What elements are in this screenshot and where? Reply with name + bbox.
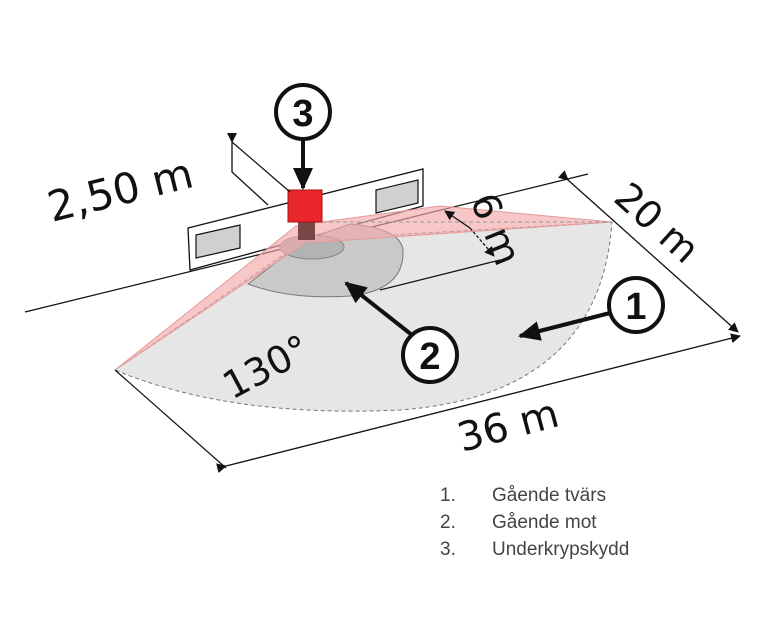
- legend: 1. Gående tvärs 2. Gående mot 3. Underkryps…: [440, 482, 629, 563]
- legend-text: Gående tvärs: [492, 485, 607, 506]
- width-extension-left: [114, 369, 227, 469]
- near-depth-arrow-bottom: [469, 227, 495, 257]
- marker-3-circle: [274, 83, 332, 141]
- sensor-red-box: [287, 189, 323, 223]
- wall-window-left: [195, 224, 241, 259]
- near-depth-extension-line: [379, 259, 501, 291]
- legend-item: 2. Gående mot: [440, 509, 629, 536]
- height-label: 2,50 m: [43, 148, 198, 231]
- depth-dimension-line: [557, 170, 739, 333]
- legend-text: Underkrypskydd: [492, 539, 630, 560]
- marker-1-arrow: [518, 311, 611, 341]
- marker-2-circle: [401, 326, 459, 384]
- legend-number: 2.: [440, 512, 456, 533]
- height-extension-line: [231, 141, 291, 193]
- wall-window-right: [375, 179, 419, 214]
- width-label: 36 m: [453, 391, 564, 462]
- sensor-stem: [298, 222, 315, 240]
- legend-number: 3.: [440, 539, 456, 560]
- width-dimension-line: [216, 333, 741, 474]
- marker-3-label: 3: [292, 93, 313, 135]
- marker-1-circle: [607, 276, 665, 334]
- marker-2-arrow: [344, 281, 414, 337]
- legend-item: 1. Gående tvärs: [440, 482, 629, 509]
- legend-number: 1.: [440, 485, 456, 506]
- near-depth-arrow-top: [444, 210, 471, 229]
- legend-item: 3. Underkrypskydd: [440, 536, 629, 563]
- height-dimension-line: [227, 133, 269, 206]
- legend-text: Gående mot: [492, 512, 597, 533]
- depth-label: 20 m: [606, 174, 708, 272]
- marker-1-label: 1: [625, 286, 646, 328]
- marker-2-label: 2: [419, 336, 440, 378]
